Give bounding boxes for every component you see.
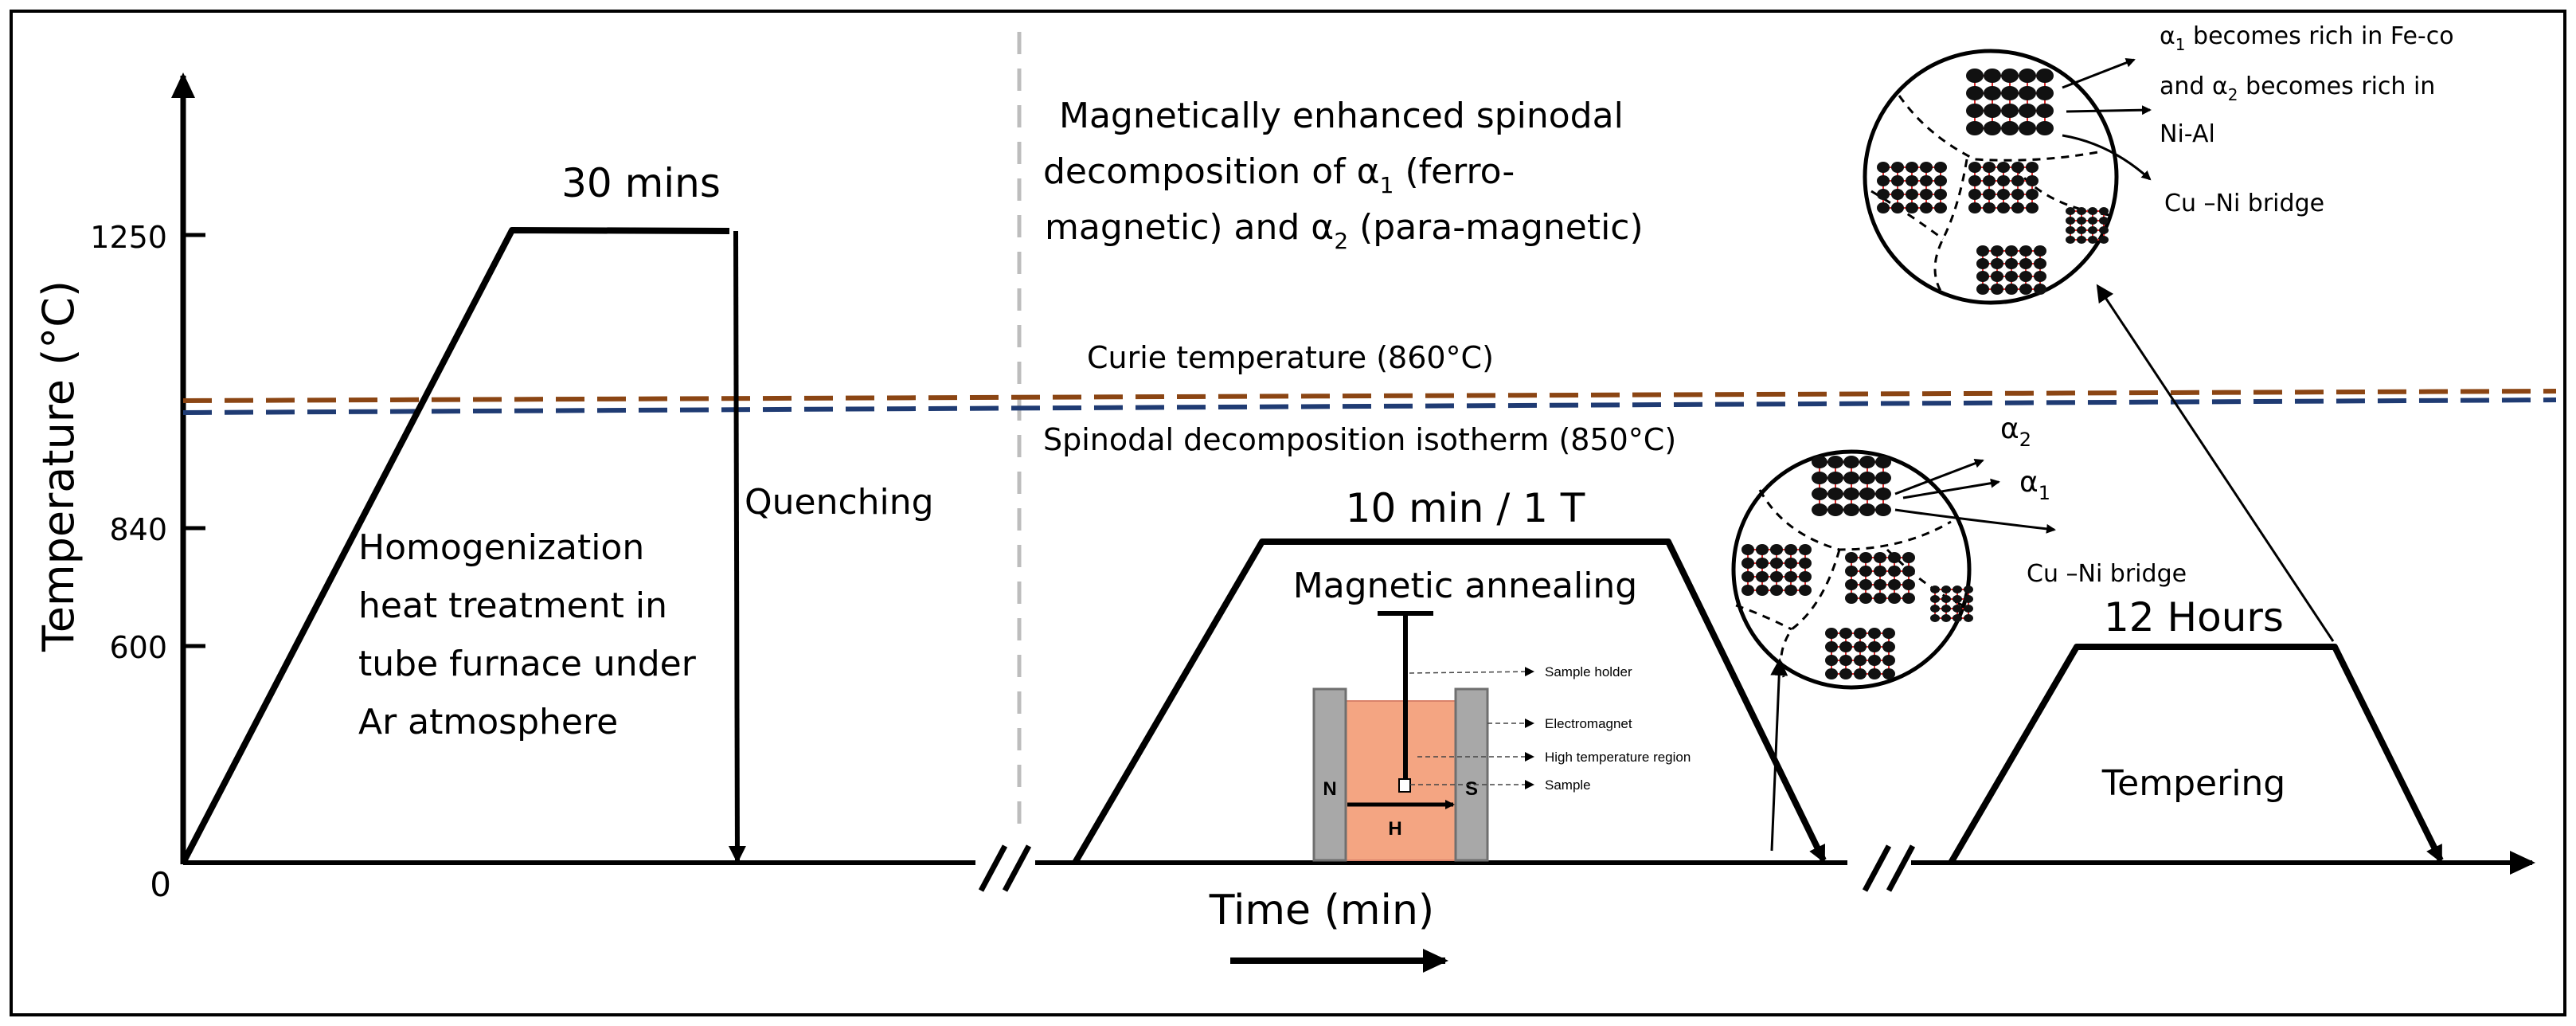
stage3-precipitates: [1877, 69, 2109, 295]
axis-break-1: [978, 844, 1032, 892]
stage2-link-arrow: [1770, 658, 1788, 852]
stage2-microstructure: α2 α1 Cu –Ni bridge: [1731, 413, 2187, 852]
y-tick-600: 600: [109, 630, 167, 665]
sample: [1398, 778, 1411, 793]
stage2-label-arrows: [1894, 458, 2056, 534]
magnet-south: [1454, 687, 1489, 862]
stage2-grain-main: [1812, 456, 1891, 516]
stage2-grain-boundaries: [1735, 489, 1964, 678]
stage3-grain-center: [1968, 162, 2039, 213]
stage1-description: Homogenization heat treatment in tube fu…: [358, 527, 697, 742]
stage2-grain-center: [1845, 552, 1915, 604]
stage2-grain-bottom: [1825, 628, 1895, 679]
callout-high-temp: High temperature region: [1545, 750, 1691, 765]
curie-label: Curie temperature (860°C): [1087, 340, 1494, 375]
axis-break-2: [1862, 844, 1916, 892]
stage3-process-label: Tempering: [2101, 763, 2285, 804]
magnetic-setup: N S H Sample holder Electromagnet High t…: [1312, 611, 1691, 862]
stage3-label-line3: Ni-Al: [2160, 120, 2215, 148]
stage2-hold-label: 10 min / 1 T: [1346, 485, 1585, 531]
svg-text:tube furnace under: tube furnace under: [358, 644, 697, 684]
svg-text:Ar atmosphere: Ar atmosphere: [358, 702, 618, 742]
stage3-link-arrow: [2096, 284, 2335, 642]
stage3-grain-small: [2066, 207, 2109, 244]
stage2-grain-small: [1930, 585, 1973, 622]
svg-text:Homogenization: Homogenization: [358, 527, 644, 568]
setup-callout-lines: [1409, 667, 1534, 789]
stage2-process-label: Magnetic annealing: [1293, 566, 1638, 606]
north-pole-label: N: [1323, 778, 1336, 800]
stage2-precipitates: [1741, 456, 1973, 679]
stage2-bridge-label: Cu –Ni bridge: [2027, 560, 2187, 588]
stage3-grain-left: [1877, 162, 1947, 213]
stage3-label-line1: α1 becomes rich in Fe-co: [2160, 22, 2454, 54]
stage3-label-arrows: [2062, 58, 2152, 181]
stage3-microstructure: α1 becomes rich in Fe-co and α2 becomes …: [1863, 22, 2454, 305]
stage1-hold-label: 30 mins: [561, 160, 721, 206]
stage2-title: Magnetically enhanced spinodal decomposi…: [1043, 96, 1644, 254]
y-tick-1250: 1250: [90, 220, 167, 255]
callout-sample: Sample: [1545, 777, 1591, 793]
callout-electromagnet: Electromagnet: [1545, 716, 1632, 731]
stage3-grain-boundaries: [1870, 95, 2111, 296]
figure-frame: [10, 10, 2566, 1016]
stage3-grain-bottom: [1976, 245, 2046, 295]
stage2-alpha2-label: α2: [2000, 413, 2031, 451]
quench-label: Quenching: [745, 482, 934, 523]
curie-line: [182, 389, 2557, 403]
y-tick-0: 0: [150, 865, 171, 904]
spinodal-label: Spinodal decomposition isotherm (850°C): [1043, 422, 1676, 457]
svg-text:Magnetically enhanced spinodal: Magnetically enhanced spinodal: [1059, 96, 1624, 136]
magnet-north: [1312, 687, 1347, 862]
x-axis-title: Time (min): [1209, 887, 1434, 934]
stage1-profile: [180, 227, 730, 864]
y-ticks: [183, 233, 205, 648]
quench-arrow: [728, 230, 746, 863]
y-axis-title: Temperature (°C): [33, 280, 84, 652]
stage2-grain-left: [1741, 544, 1812, 596]
stage3-grain-main: [1966, 69, 2054, 135]
spinodal-line: [182, 397, 2557, 415]
stage3-label-line2: and α2 becomes rich in: [2160, 72, 2435, 104]
stage3-bridge-label: Cu –Ni bridge: [2164, 190, 2324, 217]
stage2-profile: [1072, 538, 1827, 865]
svg-text:decomposition of α1 (ferro-: decomposition of α1 (ferro-: [1043, 151, 1515, 198]
svg-text:magnetic) and α2 (para-magneti: magnetic) and α2 (para-magnetic): [1045, 207, 1644, 254]
stage2-alpha1-label: α1: [2019, 466, 2050, 504]
y-tick-840: 840: [109, 512, 167, 547]
svg-text:heat treatment in: heat treatment in: [358, 585, 667, 626]
field-label: H: [1388, 818, 1401, 840]
callout-sample-holder: Sample holder: [1545, 664, 1632, 679]
stage3-profile: [1948, 644, 2444, 865]
south-pole-label: S: [1465, 778, 1478, 800]
stage3-hold-label: 12 Hours: [2104, 594, 2284, 640]
